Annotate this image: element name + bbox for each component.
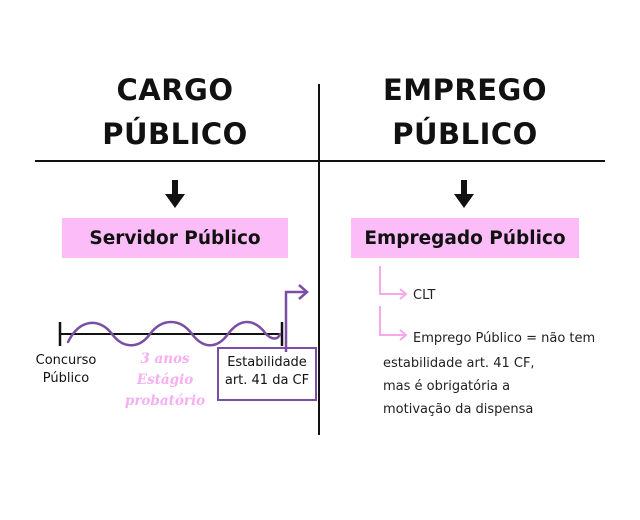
probation-line3: probatório	[124, 393, 206, 409]
emprego-item-line1: Emprego Público = não tem	[413, 331, 596, 346]
emprego-arrow-icon	[379, 306, 408, 341]
stability-line2: art. 41 da CF	[224, 373, 310, 388]
emprego-item-line3: mas é obrigatória a	[383, 379, 511, 394]
emprego-item-line2: estabilidade art. 41 CF,	[383, 356, 535, 371]
emprego-heading-line2: PÚBLICO	[392, 117, 538, 151]
stability-box: Estabilidade art. 41 da CF	[217, 347, 317, 401]
probation-label: 3 anos Estágio probatório	[118, 349, 212, 412]
cargo-heading-line2: PÚBLICO	[102, 117, 248, 151]
probation-line2: Estágio	[136, 372, 194, 388]
servidor-publico-label: Servidor Público	[62, 218, 288, 258]
arrow-down-icon	[165, 180, 185, 208]
emprego-heading-line1: EMPREGO	[382, 73, 548, 107]
clt-item: CLT	[413, 288, 436, 303]
timeline-start-line2: Público	[42, 371, 90, 386]
emprego-item-line4: motivação da dispensa	[383, 402, 534, 417]
timeline-start-label: Concurso Público	[30, 352, 102, 388]
clt-arrow-icon	[379, 266, 408, 300]
arrow-down-icon	[454, 180, 474, 208]
horizontal-divider	[35, 160, 605, 162]
empregado-publico-label: Empregado Público	[351, 218, 579, 258]
probation-timeline	[58, 284, 309, 352]
vertical-divider	[318, 84, 320, 435]
stability-line1: Estabilidade	[227, 355, 307, 370]
cargo-heading-line1: CARGO	[116, 73, 234, 107]
timeline-start-line1: Concurso	[35, 353, 97, 368]
probation-line1: 3 anos	[140, 351, 190, 367]
